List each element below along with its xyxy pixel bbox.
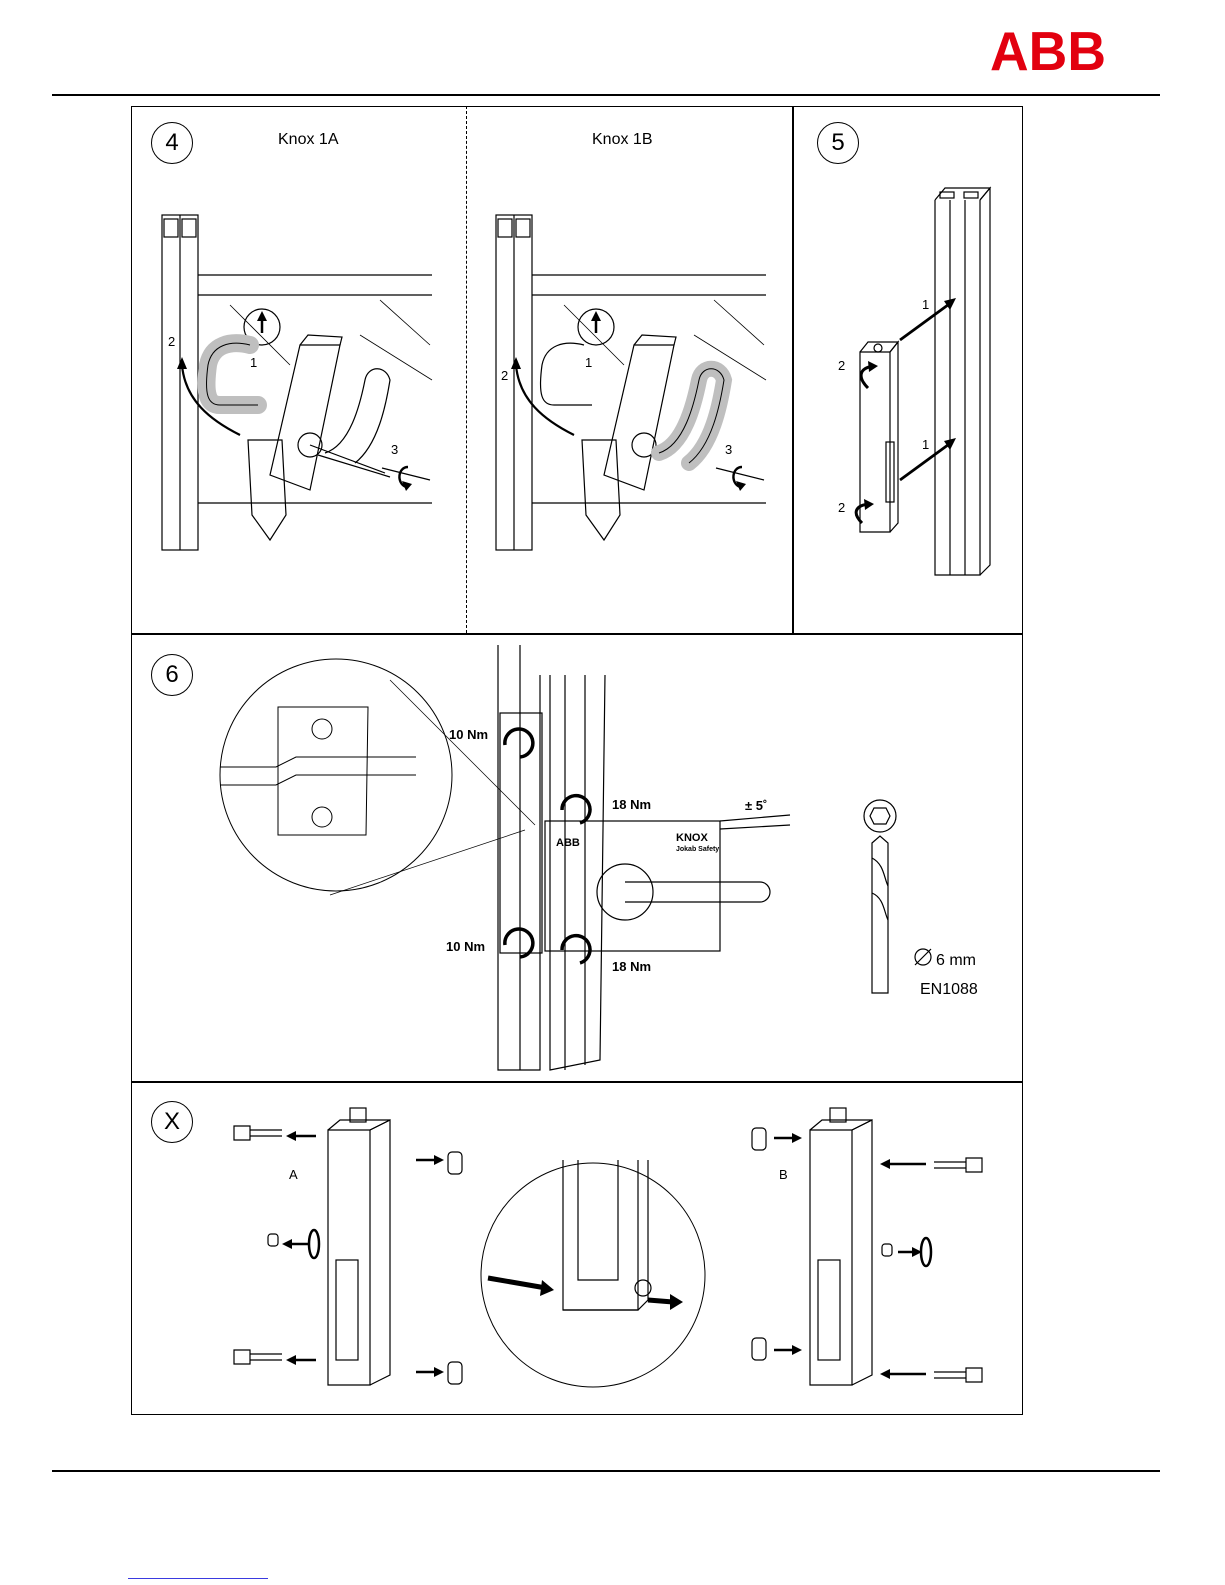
variant-a-illustration: [220, 1100, 480, 1400]
step5-label-2-top: 2: [838, 358, 845, 373]
door-assembly-illustration: [490, 645, 820, 1075]
step-4-badge: 4: [151, 122, 193, 164]
header-rule: [52, 94, 1160, 96]
footer-link-underline[interactable]: [128, 1578, 268, 1579]
profile-mounting-illustration: [840, 180, 1010, 580]
step5-label-2-bottom: 2: [838, 500, 845, 515]
step-5-badge: 5: [817, 122, 859, 164]
divider-knox-dashed: [466, 106, 467, 633]
knox-1b-title: Knox 1B: [592, 131, 652, 149]
abb-logo: ABB: [990, 26, 1106, 72]
drill-standard: EN1088: [920, 981, 978, 999]
step5-label-1-bottom: 1: [922, 437, 929, 452]
knox-1b-label-2: 2: [501, 368, 508, 383]
diameter-icon: [912, 946, 934, 968]
step-x-badge: X: [151, 1101, 193, 1143]
angle-tolerance: ± 5˚: [745, 798, 767, 813]
drill-size: 6 mm: [936, 952, 976, 970]
knox-1a-label-2: 2: [168, 334, 175, 349]
torque-top-left: 10 Nm: [449, 727, 488, 742]
step5-label-1-top: 1: [922, 297, 929, 312]
detail-b-magnifier: [478, 1160, 708, 1390]
step-6-badge: 6: [151, 654, 193, 696]
lock-subbrand: Jokab Safety: [676, 846, 719, 853]
divider-row2: [131, 1081, 1023, 1083]
knox-1b-label-3: 3: [725, 442, 732, 457]
divider-row1: [131, 633, 1023, 635]
knox-1a-label-1: 1: [250, 355, 257, 370]
knox-1a-label-3: 3: [391, 442, 398, 457]
drill-bit-illustration: [860, 798, 900, 998]
torque-bottom-right: 18 Nm: [612, 959, 651, 974]
knox-1b-illustration: [484, 205, 784, 565]
torque-bottom-left: 10 Nm: [446, 939, 485, 954]
lock-logo: ABB: [556, 837, 580, 849]
knox-1b-label-1: 1: [585, 355, 592, 370]
torque-top-right: 18 Nm: [612, 797, 651, 812]
variant-b-illustration: [740, 1100, 1000, 1400]
divider-step5: [792, 106, 794, 633]
knox-1a-illustration: [150, 205, 450, 565]
footer-rule: [52, 1470, 1160, 1472]
lock-brand: KNOX: [676, 832, 708, 844]
abb-logo-text: ABB: [990, 20, 1106, 82]
knox-1a-title: Knox 1A: [278, 131, 338, 149]
